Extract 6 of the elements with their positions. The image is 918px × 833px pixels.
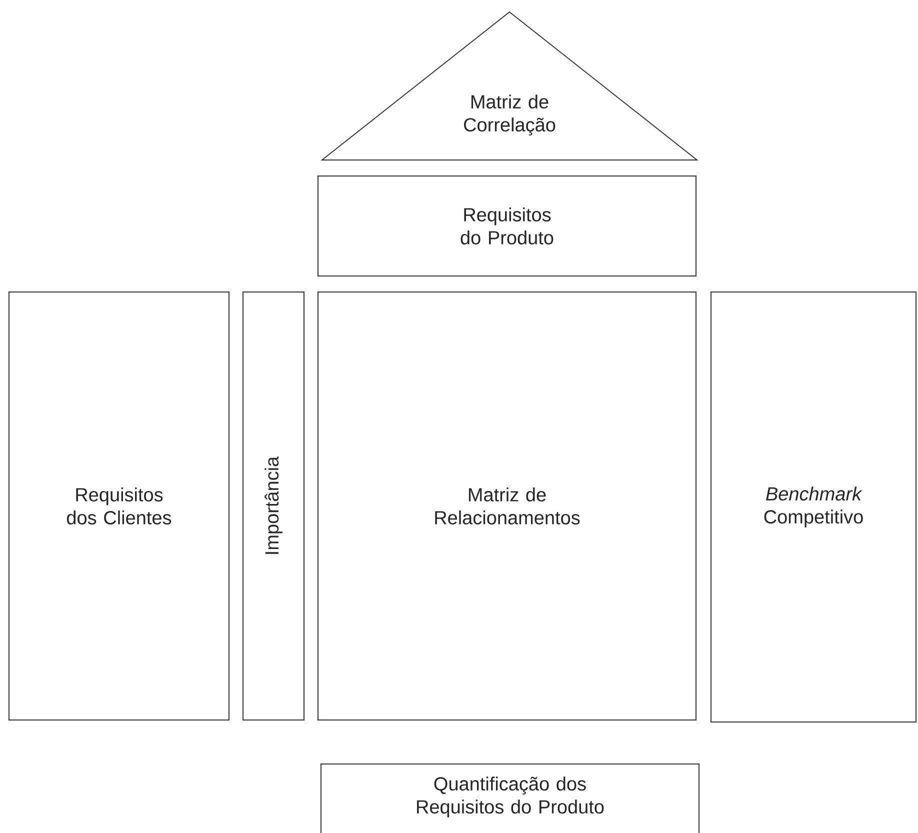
box: Requisitos do Produto bbox=[318, 176, 696, 276]
box: Importância bbox=[242, 292, 304, 720]
box: Benchmark Competitivo bbox=[710, 292, 916, 722]
box: Matriz de Relacionamentos bbox=[318, 292, 696, 720]
box: Requisitos dos Clientes bbox=[8, 292, 230, 720]
box: Quantificação dos Requisitos do Produto bbox=[320, 764, 700, 833]
